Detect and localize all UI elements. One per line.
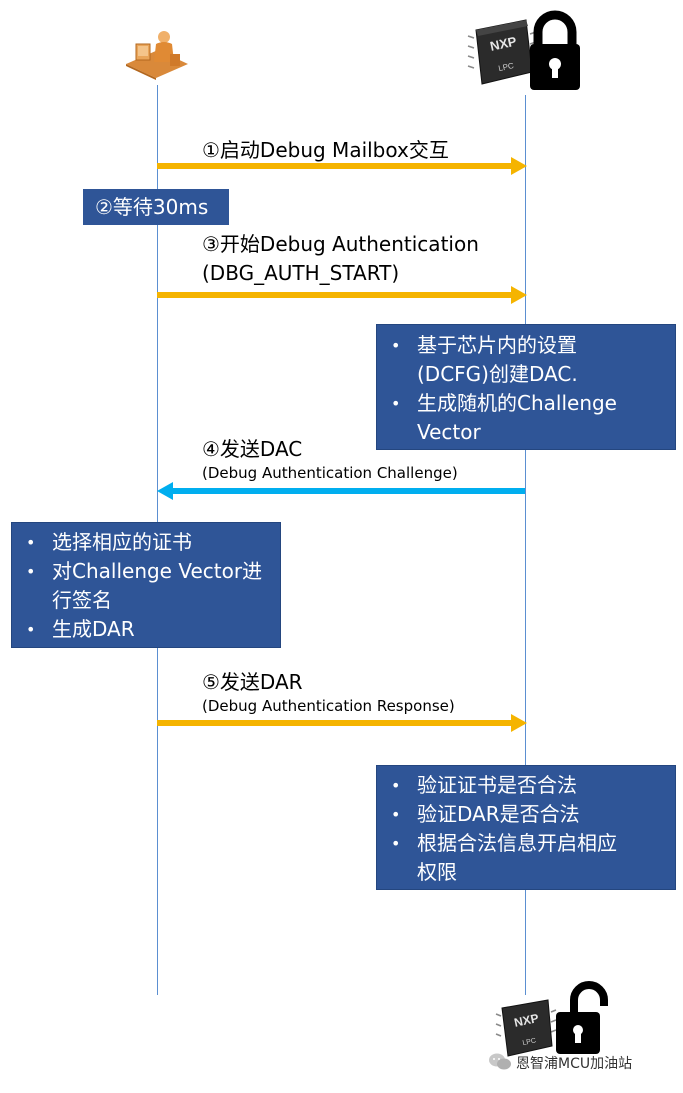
arrow-1-forward <box>157 157 527 175</box>
device-lifeline <box>525 95 526 995</box>
bullet-icon: • <box>26 533 36 552</box>
nxp-chip-icon-bottom: NXP LPC <box>495 999 557 1057</box>
note-item: • 选择相应的证书 <box>12 528 280 557</box>
message-3-label-line2: (DBG_AUTH_START) <box>202 261 400 285</box>
note-text: (DCFG)创建DAC. <box>417 362 578 386</box>
device-note-create-dac: • 基于芯片内的设置 (DCFG)创建DAC. • 生成随机的Challenge V… <box>376 324 676 450</box>
note-text: 验证证书是否合法 <box>417 773 577 797</box>
note-text: 生成随机的Challenge <box>417 391 617 415</box>
watermark-text: 恩智浦MCU加油站 <box>516 1056 633 1072</box>
note-text: 基于芯片内的设置 <box>417 333 577 357</box>
arrow-4-backward <box>157 482 525 500</box>
bullet-icon: • <box>391 394 401 413</box>
device-note-verify-dar: • 验证证书是否合法 • 验证DAR是否合法 • 根据合法信息开启相应 权限 <box>376 765 676 890</box>
wait-30ms-box: ②等待30ms <box>83 189 229 225</box>
arrow-3-forward <box>157 286 527 304</box>
arrow-5-forward <box>157 714 527 732</box>
note-item: • 验证DAR是否合法 <box>377 800 675 829</box>
bullet-icon: • <box>26 562 36 581</box>
bullet-icon: • <box>391 336 401 355</box>
note-text: 权限 <box>417 860 457 884</box>
message-5-sublabel: (Debug Authentication Response) <box>202 697 455 715</box>
chip-model-label: LPC <box>498 61 515 73</box>
message-3-label-line1: ③开始Debug Authentication <box>202 232 479 256</box>
bullet-icon: • <box>391 776 401 795</box>
note-item: • 根据合法信息开启相应 <box>377 829 675 858</box>
message-1-label: ①启动Debug Mailbox交互 <box>202 138 449 162</box>
note-text: 对Challenge Vector进 <box>52 559 263 583</box>
note-text: Vector <box>417 420 481 444</box>
note-item: • 生成DAR <box>12 615 280 644</box>
chip-brand-label-bottom: NXP <box>513 1011 540 1030</box>
note-text: 选择相应的证书 <box>52 530 192 554</box>
message-4-label: ④发送DAC <box>202 437 303 461</box>
host-note-sign-challenge: • 选择相应的证书 • 对Challenge Vector进 行签名 • 生成DAR <box>11 522 281 648</box>
note-item-continuation: Vector <box>377 418 675 447</box>
note-text: 根据合法信息开启相应 <box>417 831 617 855</box>
note-item-continuation: 权限 <box>377 858 675 887</box>
note-item: • 基于芯片内的设置 <box>377 331 675 360</box>
note-item: • 生成随机的Challenge <box>377 389 675 418</box>
note-text: 行签名 <box>52 588 112 612</box>
bullet-icon: • <box>391 834 401 853</box>
chip-brand-label: NXP <box>489 33 519 53</box>
unlocked-padlock-icon <box>556 981 608 1054</box>
note-item-continuation: 行签名 <box>12 586 280 615</box>
bullet-icon: • <box>26 620 36 639</box>
message-4-sublabel: (Debug Authentication Challenge) <box>202 464 458 482</box>
note-text: 生成DAR <box>52 617 135 641</box>
wechat-icon <box>489 1053 511 1070</box>
bullet-icon: • <box>391 805 401 824</box>
locked-padlock-icon <box>530 10 580 90</box>
note-item-continuation: (DCFG)创建DAC. <box>377 360 675 389</box>
nxp-chip-icon: NXP LPC <box>467 19 537 85</box>
chip-model-label-bottom: LPC <box>522 1037 537 1047</box>
message-5-label: ⑤发送DAR <box>202 670 303 694</box>
note-item: • 验证证书是否合法 <box>377 771 675 800</box>
note-item: • 对Challenge Vector进 <box>12 557 280 586</box>
user-computer-icon <box>126 31 188 80</box>
note-text: 验证DAR是否合法 <box>417 802 580 826</box>
